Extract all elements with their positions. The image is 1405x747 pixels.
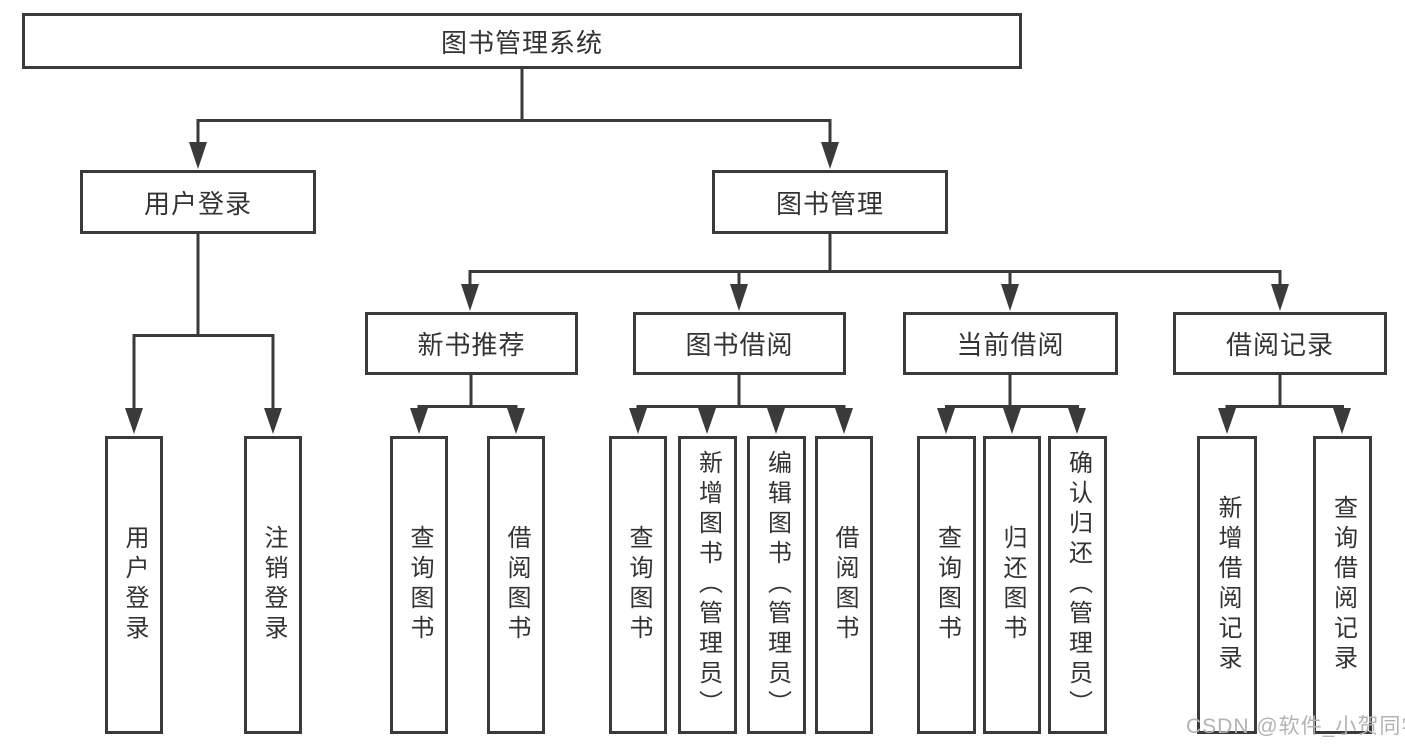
node-book-management: 图书管理 xyxy=(712,170,948,234)
leaf-search-books-current: 查询图书 xyxy=(917,436,976,734)
arrowhead xyxy=(461,284,479,311)
node-current-borrow: 当前借阅 xyxy=(903,312,1118,375)
node-label: 图书管理 xyxy=(775,188,884,219)
node-label: 图书借阅 xyxy=(685,330,794,360)
node-label: 新书推荐 xyxy=(417,330,526,360)
node-label: 当前借阅 xyxy=(956,330,1065,360)
leaf-add-borrow-record: 新增借阅记录 xyxy=(1197,436,1257,734)
arrowhead xyxy=(1218,408,1236,434)
arrowhead xyxy=(1271,284,1289,311)
arrowhead xyxy=(125,408,143,434)
node-label: 查询借阅记录 xyxy=(1329,495,1357,675)
arrowhead xyxy=(1333,408,1351,434)
node-label: 借阅图书 xyxy=(831,525,858,645)
arrowhead xyxy=(821,142,839,169)
node-user-login: 用户登录 xyxy=(80,170,316,234)
leaf-borrow-books: 借阅图书 xyxy=(815,436,873,734)
node-label: 确认归还（管理员） xyxy=(1064,450,1092,720)
leaf-search-borrow-record: 查询借阅记录 xyxy=(1313,436,1372,734)
node-library-system: 图书管理系统 xyxy=(22,13,1022,69)
leaf-return-book: 归还图书 xyxy=(983,436,1041,734)
node-label: 新增借阅记录 xyxy=(1214,495,1241,675)
node-label: 查询图书 xyxy=(933,525,961,645)
arrowhead xyxy=(1003,408,1021,434)
node-label: 查询图书 xyxy=(406,525,433,645)
leaf-add-book-admin: 新增图书（管理员） xyxy=(678,436,737,734)
arrowhead xyxy=(264,408,282,434)
node-book-borrow: 图书借阅 xyxy=(633,312,846,375)
node-label: 查询图书 xyxy=(625,525,652,645)
leaf-logout: 注销登录 xyxy=(244,436,302,734)
arrowhead xyxy=(767,408,785,434)
node-label: 用户登录 xyxy=(143,188,252,219)
arrowhead xyxy=(730,284,748,311)
node-label: 新增图书（管理员） xyxy=(694,450,722,720)
node-label: 用户登录 xyxy=(121,525,148,645)
arrowhead xyxy=(189,142,207,169)
node-label: 借阅记录 xyxy=(1225,330,1334,360)
node-label: 归还图书 xyxy=(999,525,1026,645)
node-label: 编辑图书（管理员） xyxy=(763,450,791,720)
arrowhead xyxy=(410,408,428,434)
node-borrow-records: 借阅记录 xyxy=(1173,312,1387,375)
arrowhead xyxy=(507,408,525,434)
leaf-user-login: 用户登录 xyxy=(105,436,163,734)
node-label: 借阅图书 xyxy=(503,525,530,645)
leaf-search-books-borrow: 查询图书 xyxy=(609,436,667,734)
leaf-edit-book-admin: 编辑图书（管理员） xyxy=(747,436,806,734)
node-new-book-recommend: 新书推荐 xyxy=(365,312,578,375)
leaf-borrow-books-recommend: 借阅图书 xyxy=(487,436,545,734)
arrowhead xyxy=(835,408,853,434)
leaf-confirm-return-admin: 确认归还（管理员） xyxy=(1048,436,1107,734)
arrowhead xyxy=(1068,408,1086,434)
node-label: 图书管理系统 xyxy=(440,27,603,58)
arrowhead xyxy=(629,408,647,434)
arrowhead xyxy=(937,408,955,434)
node-label: 注销登录 xyxy=(260,525,287,645)
leaf-search-books-recommend: 查询图书 xyxy=(390,436,448,734)
arrowhead xyxy=(698,408,716,434)
arrowhead xyxy=(1001,284,1019,311)
watermark: CSDN @软件_小贺同学 xyxy=(1186,715,1405,738)
